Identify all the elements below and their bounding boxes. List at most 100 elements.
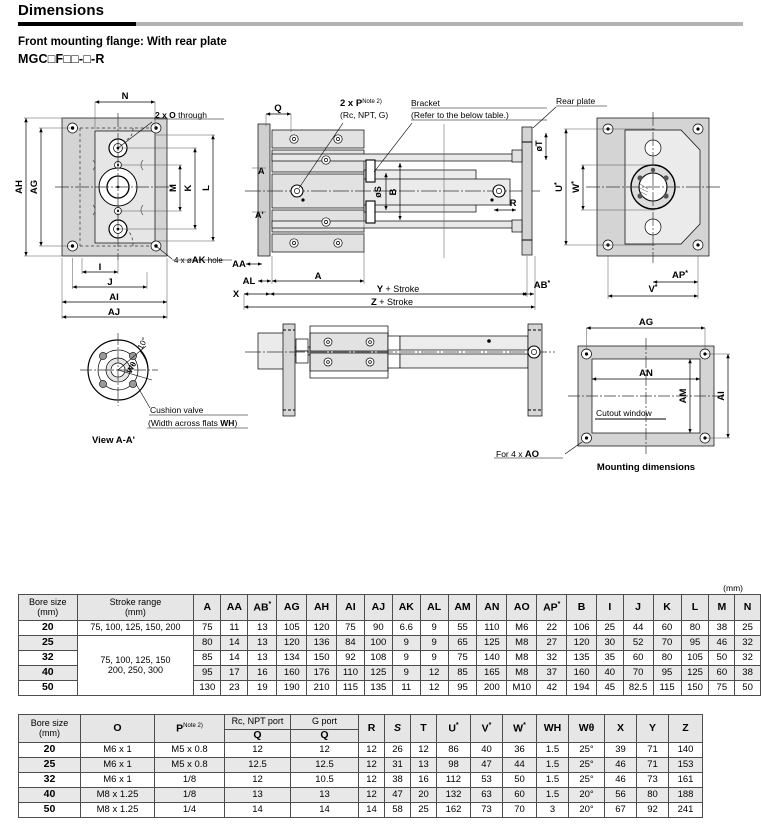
cell-AL: 9 — [419, 650, 449, 666]
cell-K: 115 — [652, 680, 682, 696]
th-AM: AM — [447, 594, 478, 621]
cell-P: M5 x 0.8 — [154, 757, 225, 773]
unit-note: (mm) — [723, 583, 743, 593]
cell-bore-size: 32 — [18, 772, 81, 788]
label-view-aa: View A-A' — [92, 435, 135, 446]
dim-label-U: U* — [554, 182, 565, 192]
cell-I: 30 — [596, 635, 624, 651]
cell-Wtheta: 20° — [568, 787, 605, 803]
th-AH: AH — [306, 594, 337, 621]
cell-Q_rc: 14 — [224, 802, 291, 818]
dim-label-AG-mount: AG — [639, 317, 653, 328]
cell-AI: 75 — [335, 620, 365, 636]
cell-bore-size: 25 — [18, 757, 81, 773]
front-flange-view: N 2 x O through 4 x øAK hole AH AG — [14, 91, 232, 319]
cell-AA: 11 — [220, 620, 249, 636]
cell-Y: 92 — [636, 802, 669, 818]
cell-AM: 55 — [447, 620, 478, 636]
dim-label-AJ: AJ — [108, 307, 120, 318]
cell-AA: 14 — [220, 650, 249, 666]
bottom-side-view — [245, 323, 555, 417]
cell-Q_rc: 12.5 — [224, 757, 291, 773]
cell-V: 53 — [470, 772, 503, 788]
cell-X: 39 — [604, 742, 637, 758]
table1-head: Bore size (mm) Stroke range (mm) A AA AB… — [18, 594, 761, 621]
cell-A: 95 — [193, 665, 222, 681]
cell-bore-size: 20 — [18, 620, 78, 636]
cell-S: 47 — [384, 787, 411, 803]
cell-X: 46 — [604, 772, 637, 788]
cell-V: 47 — [470, 757, 503, 773]
cell-A: 80 — [193, 635, 222, 651]
cell-Wtheta: 25° — [568, 742, 605, 758]
cell-W: 50 — [502, 772, 537, 788]
label-cushion-valve: Cushion valve — [150, 405, 204, 415]
cell-AN: 125 — [476, 635, 508, 651]
mounting-dimensions-view: AG AN AM AI Cutout window For 4 x AO — [494, 317, 730, 473]
label-bracket: Bracket — [411, 98, 440, 108]
th-stroke-range: Stroke range (mm) — [76, 594, 195, 621]
cell-bore-size: 50 — [18, 802, 81, 818]
header-rule-dark — [18, 22, 136, 26]
dim-label-Z-stroke: Z + Stroke — [371, 297, 413, 308]
cell-AN: 110 — [476, 620, 508, 636]
cell-R: 12 — [358, 757, 385, 773]
cell-AL: 9 — [419, 635, 449, 651]
dimensions-table-1: Bore size (mm) Stroke range (mm) A AA AB… — [18, 594, 761, 696]
dim-label-AG: AG — [29, 180, 40, 194]
cell-Wtheta: 25° — [568, 757, 605, 773]
cell-AJ: 108 — [363, 650, 393, 666]
th2-T: T — [410, 714, 437, 743]
cell-AA: 23 — [220, 680, 249, 696]
cell-WH: 1.5 — [536, 787, 569, 803]
cell-AN: 165 — [476, 665, 508, 681]
cell-I: 35 — [596, 650, 624, 666]
cell-L: 95 — [680, 635, 710, 651]
th2-O: O — [80, 714, 155, 743]
cell-AH: 136 — [306, 635, 337, 651]
th2-R: R — [358, 714, 385, 743]
cell-Z: 153 — [668, 757, 703, 773]
cell-stroke-range: 75, 100, 125, 150, 200 — [76, 620, 195, 636]
cell-T: 12 — [410, 742, 437, 758]
cell-Q_g: 12 — [290, 742, 359, 758]
cell-AP: 27 — [536, 635, 568, 651]
cell-AK: 9 — [391, 665, 421, 681]
cell-X: 56 — [604, 787, 637, 803]
th2-WH: WH — [536, 714, 569, 743]
th2-Y: Y — [636, 714, 669, 743]
cell-T: 16 — [410, 772, 437, 788]
th-AN: AN — [476, 594, 508, 621]
cell-U: 98 — [436, 757, 471, 773]
cell-WH: 1.5 — [536, 742, 569, 758]
cell-AM: 75 — [447, 650, 478, 666]
cell-AO: M8 — [506, 650, 538, 666]
cell-bore-size: 50 — [18, 680, 78, 696]
cell-J: 44 — [622, 620, 654, 636]
cell-Z: 188 — [668, 787, 703, 803]
dim-label-N: N — [122, 91, 129, 102]
cell-Z: 140 — [668, 742, 703, 758]
label-angle-10: 10° — [136, 336, 150, 351]
rear-plate-view: Rear plate — [532, 96, 720, 299]
cell-AB: 13 — [247, 635, 278, 651]
cell-V: 73 — [470, 802, 503, 818]
cell-U: 86 — [436, 742, 471, 758]
dim-label-L: L — [201, 185, 212, 191]
cell-R: 12 — [358, 787, 385, 803]
cell-L: 105 — [680, 650, 710, 666]
cell-AB: 16 — [247, 665, 278, 681]
cell-B: 194 — [566, 680, 597, 696]
cell-Y: 71 — [636, 742, 669, 758]
cell-bore-size: 20 — [18, 742, 81, 758]
cell-U: 112 — [436, 772, 471, 788]
cell-W: 44 — [502, 757, 537, 773]
dim-label-AB: AB* — [534, 280, 551, 291]
th-AP: AP* — [536, 594, 568, 621]
cell-M: 50 — [708, 650, 736, 666]
cell-AN: 140 — [476, 650, 508, 666]
